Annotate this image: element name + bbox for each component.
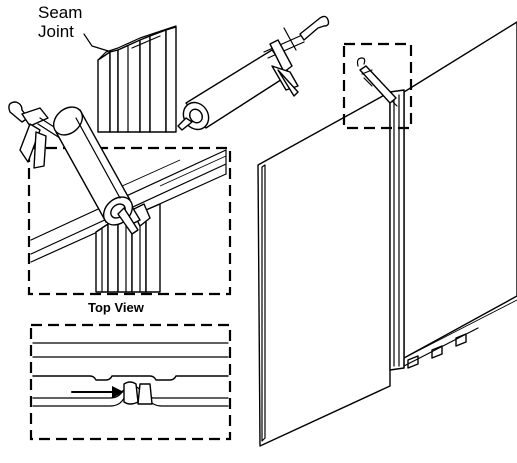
arrow-icon [112,386,124,398]
caulk-gun-icon [8,101,139,235]
wall-panels [257,21,517,447]
seam-label: Seam [38,3,83,22]
seam-joint-profile [83,25,177,133]
magnified-detail [27,146,232,296]
caulk-gun-icon [356,57,398,107]
caulk-gun-upper [177,15,330,131]
top-view-detail [29,323,232,441]
detail-callout-box [342,42,413,130]
joint-label: Joint [38,22,74,41]
top-view-label: Top View [88,300,144,315]
